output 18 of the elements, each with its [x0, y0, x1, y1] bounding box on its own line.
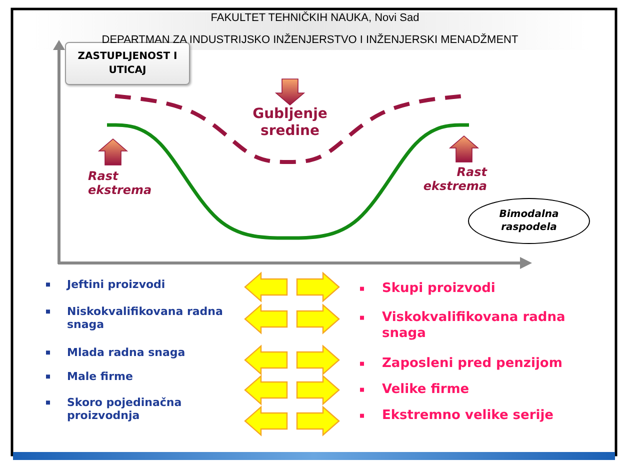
- list-item: Skupi proizvodi: [382, 281, 496, 297]
- list-item: Jeftini proizvodi: [67, 278, 166, 292]
- axis-label-box: [65, 42, 190, 85]
- header-text: FAKULTET TEHNIČKIH NAUKA, Novi Sad: [210, 12, 420, 26]
- list-item: Niskokvalifikovana radna snaga: [67, 305, 224, 332]
- list-item: Ekstremno velike serije: [382, 408, 555, 424]
- list-item: Skoro pojedinačna proizvodnja: [67, 396, 183, 422]
- list-item: Velike firme: [382, 382, 470, 398]
- node-text: Bimodalna raspodela: [498, 208, 560, 234]
- node-text: ZASTUPLJENOST I UTICAJ: [76, 50, 178, 77]
- curve-annotation: Gubljenje sredine: [252, 106, 328, 140]
- list-item: Mlada radna snaga: [67, 346, 186, 360]
- curve-annotation: Rast ekstrema: [422, 165, 487, 194]
- list-item: Male firme: [67, 370, 134, 384]
- header-text: DEPARTMAN ZA INDUSTRIJSKO INŽENJERSTVO I INŽENJERSKI MENADŽMENT: [100, 34, 520, 48]
- list-item: Viskokvalifikovana radna snaga: [382, 310, 566, 342]
- list-item: Zaposleni pred penzijom: [382, 356, 564, 372]
- curve-annotation: Rast ekstrema: [88, 169, 153, 198]
